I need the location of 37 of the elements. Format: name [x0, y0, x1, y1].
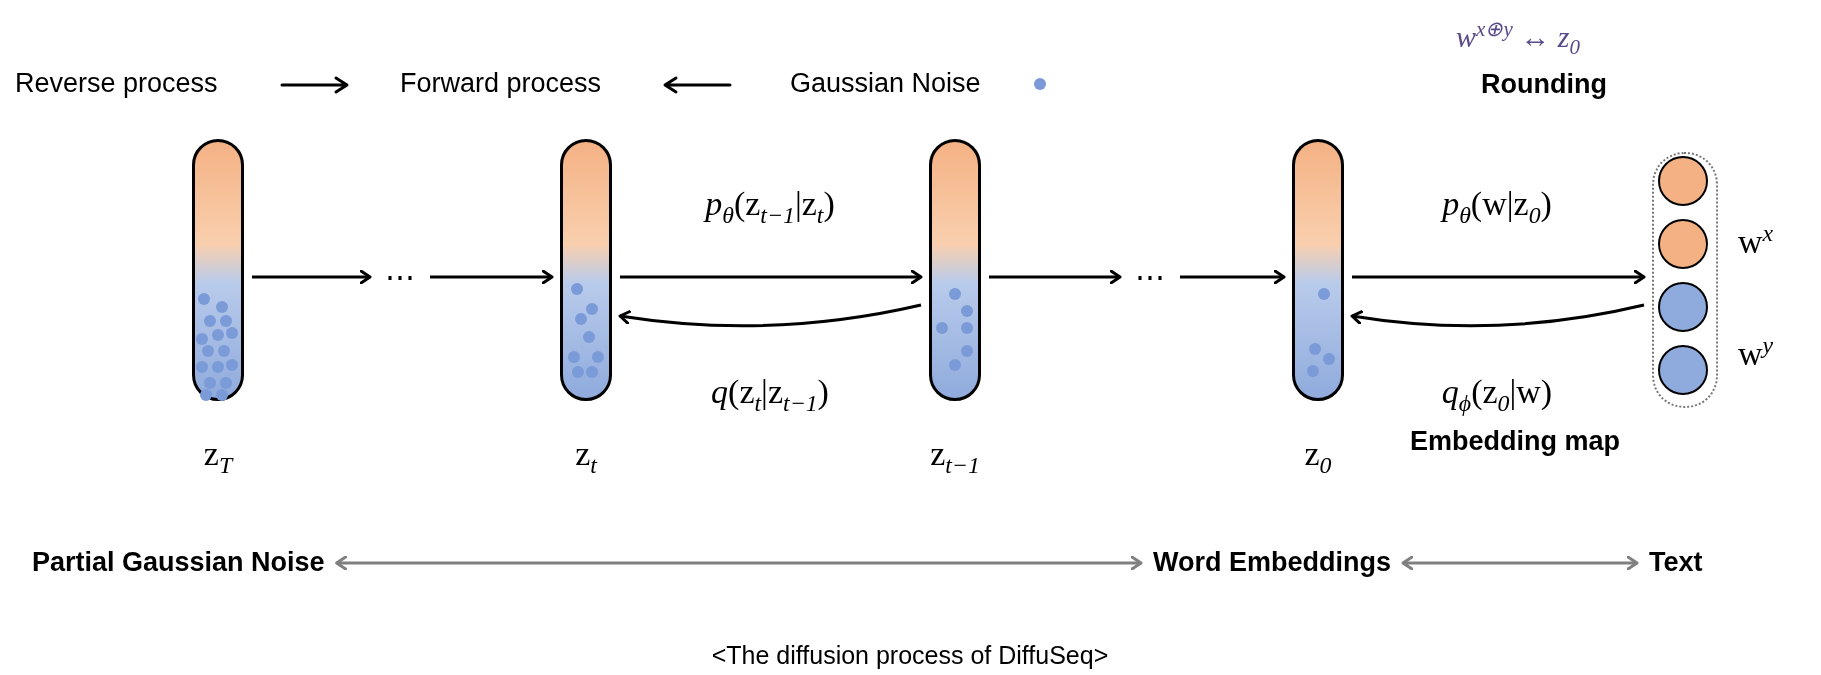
axis-label: Partial Gaussian Noise: [32, 549, 325, 576]
axis-label: Word Embeddings: [1153, 549, 1391, 576]
math-label: w$^{x}$: [1738, 222, 1774, 260]
word-circle: [1658, 156, 1708, 206]
math-label: z$_{t}$: [575, 436, 597, 478]
arrow: [430, 269, 554, 285]
arrow: [1350, 303, 1645, 328]
arrow: [989, 269, 1122, 285]
heading-label: Embedding map: [1410, 427, 1620, 455]
arrow: [335, 555, 1143, 571]
arrow: [618, 303, 922, 328]
ellipsis: ⋯: [1135, 262, 1165, 292]
axis-label: Text: [1649, 549, 1703, 576]
caption: <The diffusion process of DiffuSeq>: [711, 640, 1109, 670]
arrow: [1180, 269, 1286, 285]
legend-label: Gaussian Noise: [790, 70, 981, 97]
arrow: [252, 269, 372, 285]
arrow: [1401, 555, 1639, 571]
legend-label: Forward process: [400, 70, 602, 97]
math-label: z$_{0}$: [1304, 436, 1332, 478]
edge-label: q(z$_{t}$|z$_{t−1}$): [711, 374, 829, 416]
math-label: z$_{t−1}$: [930, 436, 980, 478]
ellipsis: ⋯: [385, 262, 415, 292]
edge-label: p$_{θ}$(z$_{t−1}$|z$_{t}$): [705, 186, 835, 228]
embedding-column: [1652, 152, 1718, 408]
word-circle: [1658, 345, 1708, 395]
edge-label: q$_{ϕ}$(z$_{0}$|w): [1441, 374, 1553, 416]
heading-label: Rounding: [1481, 70, 1607, 98]
arrow: [620, 269, 923, 285]
edge-label: p$_{θ}$(w|z$_{0}$): [1442, 186, 1552, 228]
math-label: w$^{y}$: [1738, 334, 1774, 372]
arrow: [1352, 269, 1646, 285]
math-label: z$_{T}$: [203, 436, 233, 478]
legend-label: Reverse process: [15, 70, 218, 97]
word-circle: [1658, 219, 1708, 269]
word-circle: [1658, 282, 1708, 332]
formula-label: w$^{x⊕y}$ ↔ z$_{0}$: [1456, 18, 1580, 58]
